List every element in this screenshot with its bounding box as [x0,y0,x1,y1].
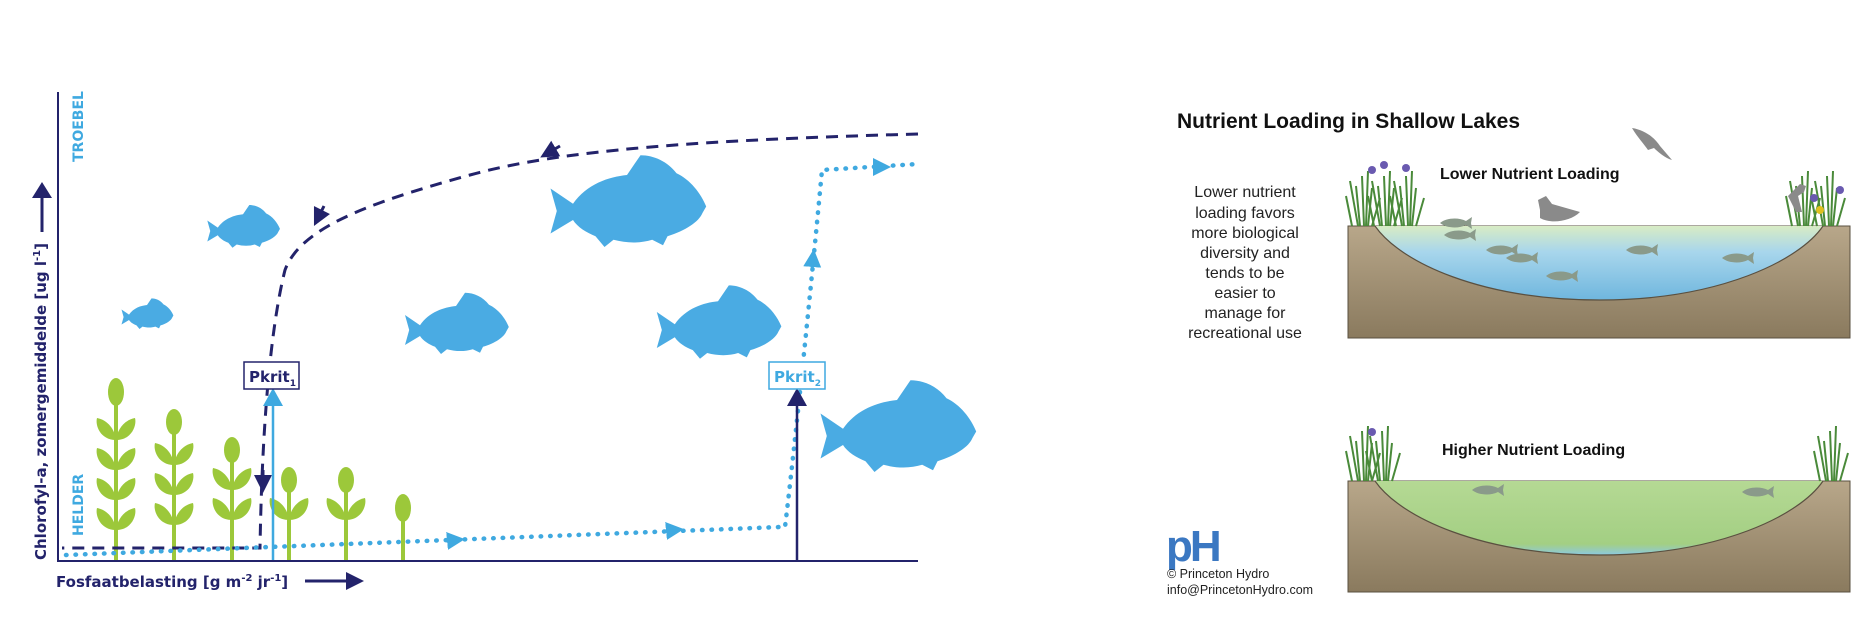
lake-water-edge [1374,225,1824,301]
degradation-arrow-2 [664,521,684,540]
flower-icon [1368,166,1376,174]
pkrit1-arrow-head [263,388,283,406]
flying-bird-icon [1632,128,1672,160]
description-line: manage for [1205,305,1287,322]
description-line: diversity and [1200,245,1290,262]
email-text: info@PrincetonHydro.com [1167,583,1313,597]
fish-icon [207,204,280,248]
fish-icon [405,292,509,354]
higher-nutrient-lake: Higher Nutrient Loading [1345,425,1851,593]
lake-water [1375,226,1823,300]
plant-icon [326,467,366,560]
flower-icon [1810,194,1818,202]
lower-loading-label: Lower Nutrient Loading [1440,166,1620,183]
y-axis-arrow-head [32,182,52,198]
copyright-text: © Princeton Hydro [1167,567,1269,581]
water-plants [96,378,411,560]
y-axis-label: Chlorofyl-a, zomergemiddelde [ug l-1] [32,243,50,560]
recovery-arrow-1 [540,140,561,158]
reeds-icon [1813,425,1849,482]
swimming-bird-icon [1538,196,1580,222]
plant-icon [154,409,194,560]
pkrit2-box [768,361,826,390]
degradation-curve [63,161,921,558]
fish-group [121,155,977,472]
lower-nutrient-lake: Lower Nutrient Loading [1345,161,1851,339]
reeds-icon [1389,170,1425,227]
princeton-hydro-logo: pH [1166,522,1219,571]
description-line: Lower nutrient [1194,184,1296,201]
state-helder-label: HELDER [71,474,87,536]
description-line: recreational use [1188,325,1302,342]
flower-icon [1836,186,1844,194]
plant-icon [212,437,252,560]
recovery-arrow-2 [313,205,331,227]
description-line: more biological [1191,225,1299,242]
plant-icon [96,378,136,560]
fish-icon [550,155,707,247]
fish-icon [656,285,782,359]
description-line: tends to be [1205,265,1284,282]
higher-loading-label: Higher Nutrient Loading [1442,442,1625,459]
flower-icon [1368,428,1376,436]
plant-icon [269,467,309,560]
flower-icon [1816,206,1824,214]
description-line: easier to [1214,285,1275,302]
lake-water-edge [1374,480,1824,556]
state-troebel-label: TROEBEL [71,91,87,162]
x-axis-arrow-head [346,572,364,590]
lake-water [1375,481,1823,555]
flower-icon [1380,161,1388,169]
degradation-arrow-1 [445,531,465,550]
hysteresis-diagram: Chlorofyl-a, zomergemiddelde [ug l-1] Fo… [32,91,977,591]
recovery-curve [62,132,919,550]
fish-icon [820,380,977,472]
x-axis-label: Fosfaatbelasting [g m-2 jr-1] [56,573,288,591]
pkrit2-label: Pkrit2 [774,368,821,389]
pkrit2-arrow-head [787,388,807,406]
fish-icon [121,298,174,329]
description-line: loading favors [1195,205,1295,222]
pkrit1-label: Pkrit1 [249,368,296,389]
pkrit1-box [243,361,300,390]
flower-icon [1402,164,1410,172]
lake-description: Lower nutrient loading favors more biolo… [1188,184,1302,342]
plant-icon [395,494,411,560]
degradation-arrow-3 [803,249,822,271]
lake-panel-title: Nutrient Loading in Shallow Lakes [1177,110,1520,133]
heron-icon [1788,184,1806,212]
nutrient-loading-panel: Nutrient Loading in Shallow Lakes Lower … [1166,110,1851,597]
